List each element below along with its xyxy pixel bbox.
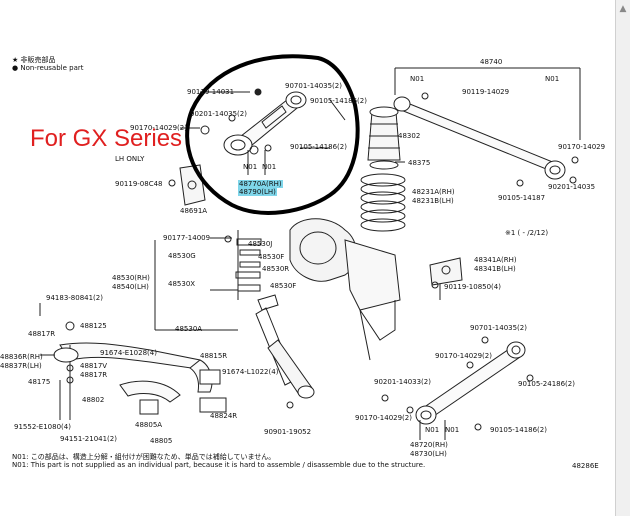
part-label[interactable]: 90119-14029 <box>462 88 510 96</box>
part-label[interactable]: 48540(LH) <box>112 283 149 291</box>
part-label[interactable]: 48231B(LH) <box>412 197 454 205</box>
part-label[interactable]: 90901-19052 <box>264 428 312 436</box>
part-label[interactable]: 91674-E1028(4) <box>100 349 157 357</box>
part-label[interactable]: 48530R <box>262 265 290 273</box>
part-label[interactable]: 48375 <box>408 159 431 167</box>
note-label: N01 <box>425 426 440 434</box>
part-label[interactable]: 90119-08C48 <box>115 180 163 188</box>
part-label[interactable]: 90170-14029(2) <box>355 414 412 422</box>
part-label[interactable]: 90170-14029 <box>558 143 606 151</box>
part-label[interactable]: 48815R <box>200 352 228 360</box>
part-label[interactable]: 48530(RH) <box>112 274 150 282</box>
part-label[interactable]: 90105-24186(2) <box>518 380 575 388</box>
note-label: N01 <box>545 75 560 83</box>
part-label[interactable]: 90201-14033(2) <box>374 378 431 386</box>
part-label[interactable]: 48836R(RH) <box>0 353 43 361</box>
part-label[interactable]: 90105-14186(2) <box>310 97 367 105</box>
part-label[interactable]: 48691A <box>180 207 208 215</box>
part-label[interactable]: 94151-21041(2) <box>60 435 117 443</box>
part-label[interactable]: 48837R(LH) <box>0 362 42 370</box>
part-label[interactable]: 48175 <box>28 378 51 386</box>
footnote-en: N01: This part is not supplied as an ind… <box>12 461 426 469</box>
part-label[interactable]: 48824R <box>210 412 238 420</box>
part-label[interactable]: 90119-14031 <box>187 88 235 96</box>
part-label[interactable]: 94183-80841(2) <box>46 294 103 302</box>
part-label[interactable]: 48805A <box>135 421 163 429</box>
part-label[interactable]: 90177-14009 <box>163 234 211 242</box>
part-label[interactable]: 48530F <box>258 253 285 261</box>
part-label[interactable]: 90105-14187 <box>498 194 546 202</box>
part-label[interactable]: 90701-14035(2) <box>285 82 342 90</box>
legend-non-reusable: ● Non-reusable part <box>12 64 84 72</box>
part-label-highlighted[interactable]: 48790(LH) <box>238 188 277 196</box>
note-label: LH ONLY <box>115 155 145 163</box>
note-label: N01 <box>243 163 258 171</box>
part-label[interactable]: 48817V <box>80 362 108 370</box>
part-label[interactable]: 48302 <box>398 132 421 140</box>
part-label[interactable]: 90119-10850(4) <box>444 283 501 291</box>
part-label[interactable]: 48817R <box>28 330 56 338</box>
part-label[interactable]: 48231A(RH) <box>412 188 455 196</box>
part-label[interactable]: 90170-14029(2) <box>435 352 492 360</box>
part-label[interactable]: 90105-14186(2) <box>290 143 347 151</box>
note-label: N01 <box>410 75 425 83</box>
part-label[interactable]: 48740 <box>480 58 503 66</box>
part-label[interactable]: 48817R <box>80 371 108 379</box>
legend-non-sale: ★ 非販売部品 <box>12 56 56 64</box>
part-label[interactable]: 48530G <box>168 252 196 260</box>
part-label[interactable]: 488125 <box>80 322 107 330</box>
part-label[interactable]: 90701-14035(2) <box>470 324 527 332</box>
part-label-highlighted[interactable]: 48770A(RH) <box>238 180 283 188</box>
overlay-series-label: For GX Series <box>30 125 183 152</box>
part-label[interactable]: 90201-14035 <box>548 183 596 191</box>
part-label[interactable]: 90105-14186(2) <box>490 426 547 434</box>
part-label[interactable]: 90170-14029(2) <box>130 124 187 132</box>
part-label[interactable]: 91552-E1080(4) <box>14 423 71 431</box>
highlight-circle <box>185 54 360 215</box>
part-label[interactable]: 48805 <box>150 437 173 445</box>
scroll-up-icon[interactable]: ▲ <box>619 4 627 14</box>
footnote-jp: N01: この部品は、構造上分解・組付けが困難なため、単品では補給していません。 <box>12 453 276 461</box>
part-label[interactable]: 48530X <box>168 280 196 288</box>
diagram-code: 48286E <box>572 462 599 470</box>
part-label[interactable]: 48730(LH) <box>410 450 447 458</box>
vertical-scrollbar[interactable]: ▲ <box>615 0 630 516</box>
part-label[interactable]: 48341B(LH) <box>474 265 516 273</box>
note-label: ※1 ( - /2/12) <box>505 229 549 237</box>
part-label[interactable]: 90201-14035(2) <box>190 110 247 118</box>
part-label[interactable]: 48802 <box>82 396 105 404</box>
note-label: N01 <box>262 163 277 171</box>
part-label[interactable]: 48720(RH) <box>410 441 448 449</box>
part-label[interactable]: 91674-L1022(4) <box>222 368 279 376</box>
part-label[interactable]: 48530F <box>270 282 297 290</box>
note-label: N01 <box>445 426 460 434</box>
part-label[interactable]: 48530J <box>248 240 273 248</box>
part-label[interactable]: 48530A <box>175 325 203 333</box>
part-label[interactable]: 48341A(RH) <box>474 256 517 264</box>
